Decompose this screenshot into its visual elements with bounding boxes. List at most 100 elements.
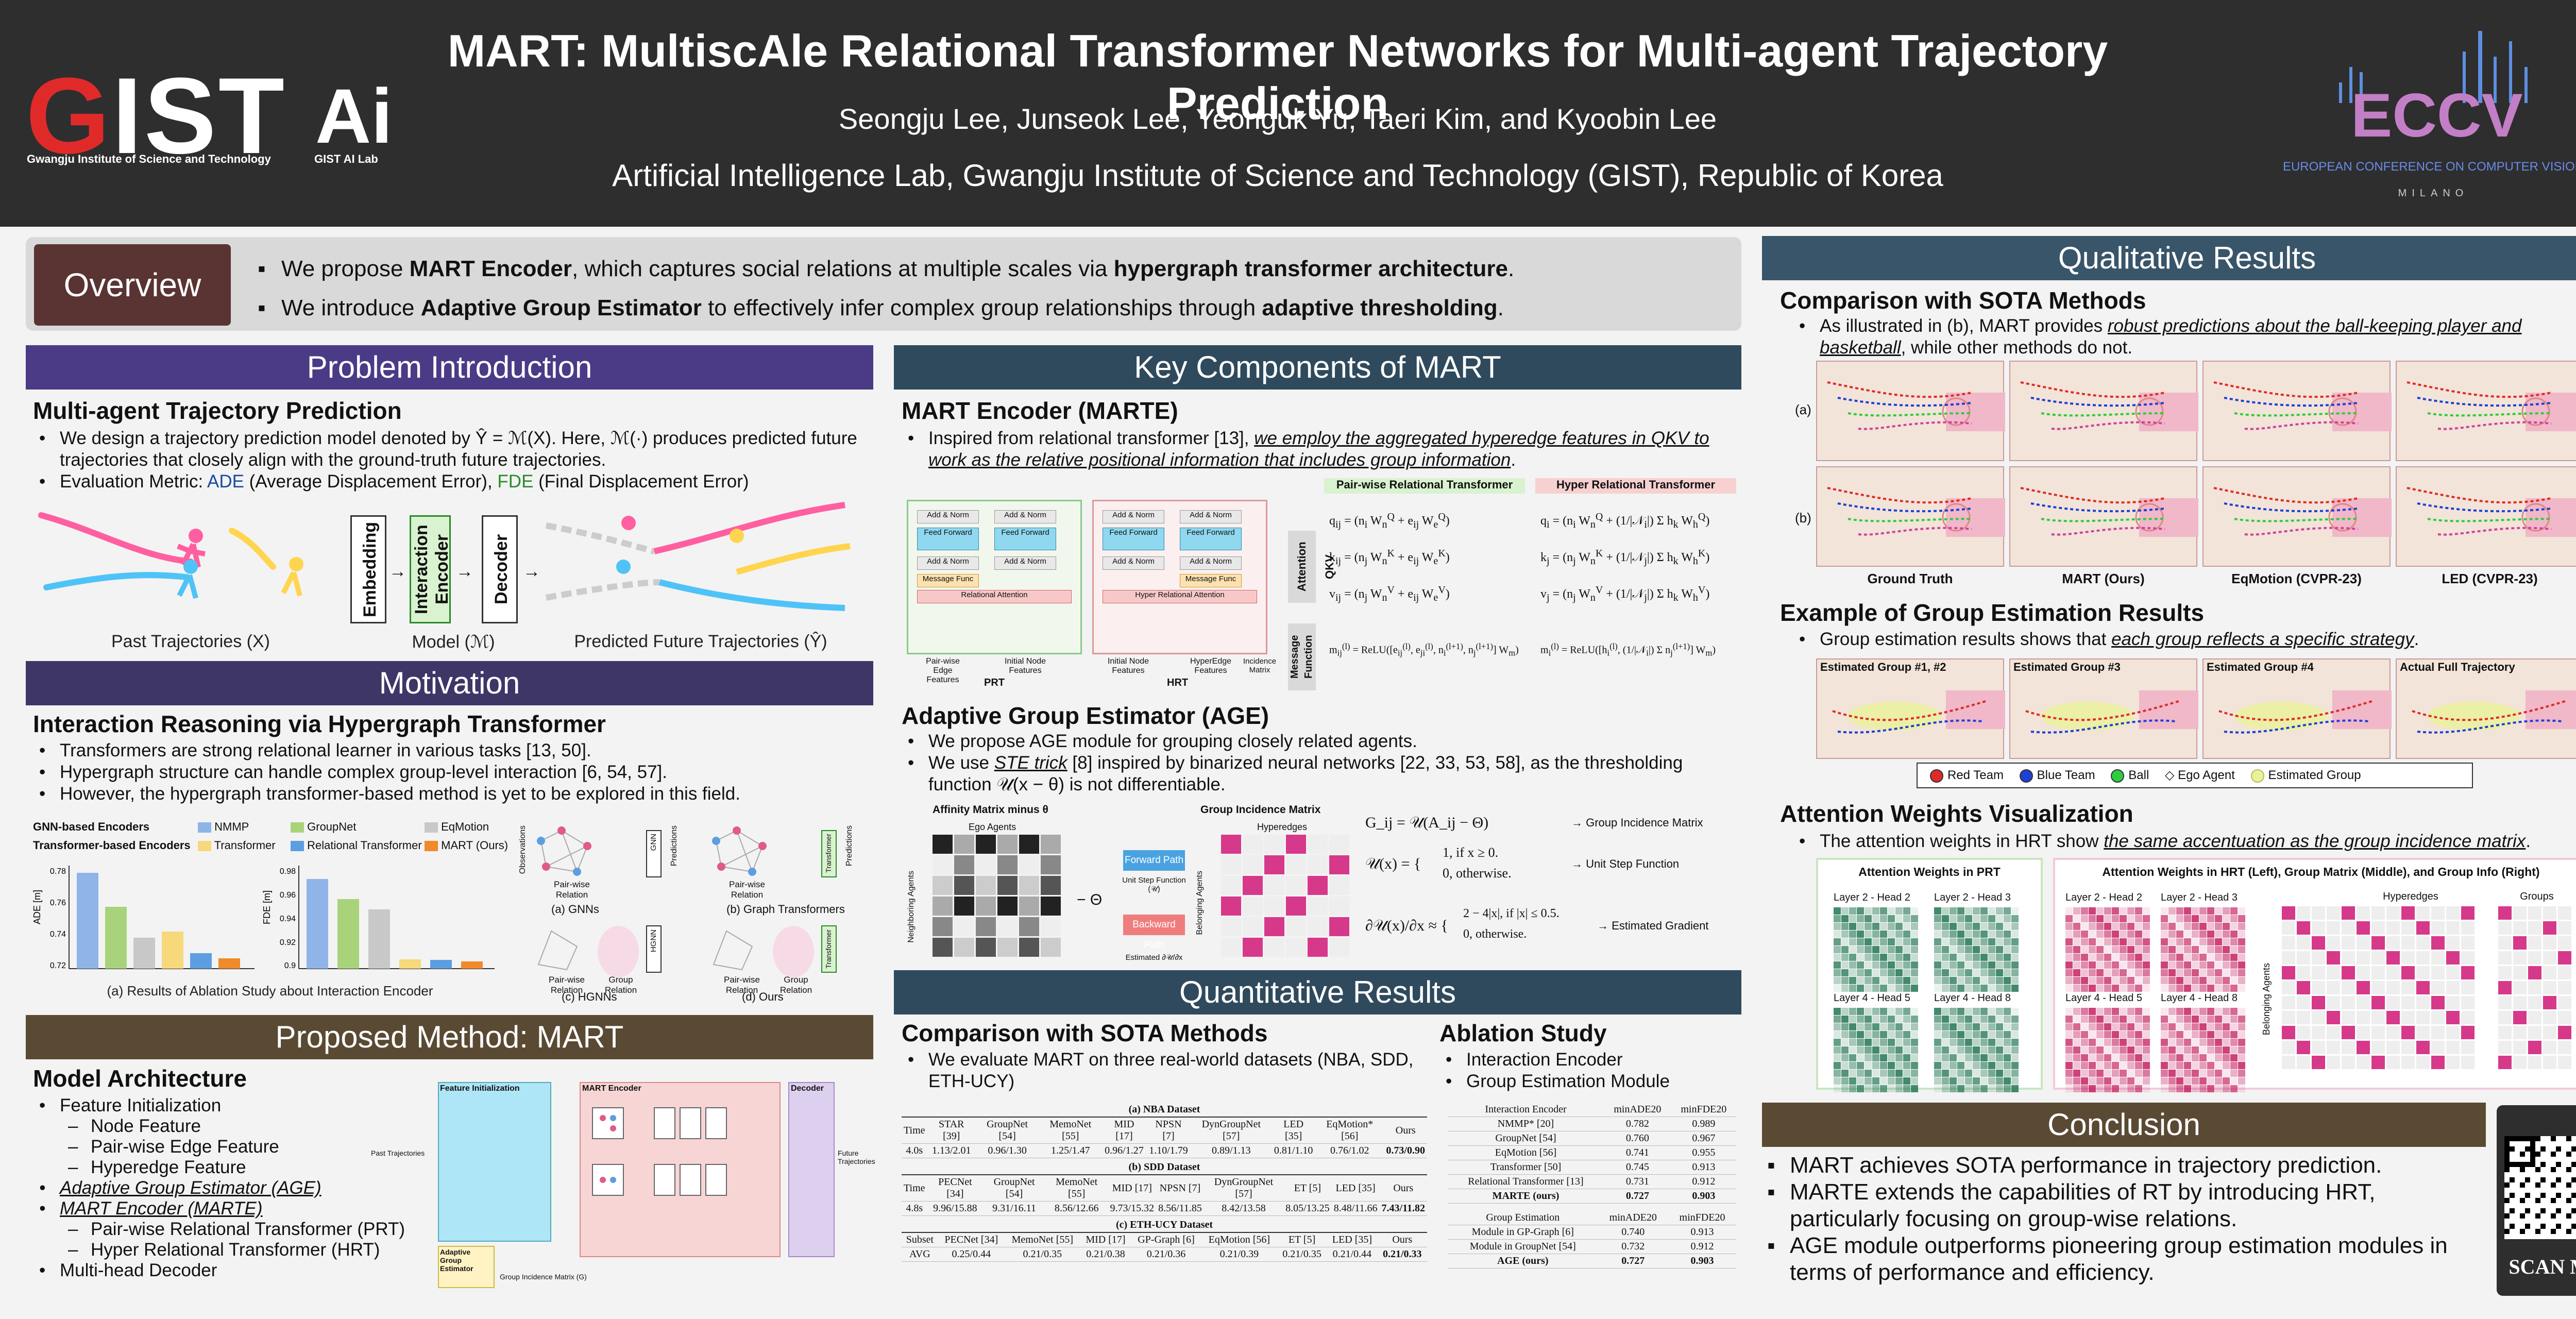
table-cell: 0.25/0.44 [938,1247,1005,1262]
ego-agent-icon: ◇ [2164,768,2175,782]
ablation-bullet-2: Group Estimation Module [1439,1071,1738,1092]
table-cell: 1.25/1.47 [1039,1143,1103,1158]
ablation-bullet-1: Interaction Encoder [1439,1049,1738,1071]
table-cell: DynGroupNet [57] [1191,1117,1272,1144]
attention-map [2065,1008,2150,1095]
table-cell: 9.73/15.32 [1108,1201,1157,1216]
method-subtitle: Model Architecture [33,1065,247,1092]
gist-logo-subtitle: Gwangju Institute of Science and Technol… [27,153,271,165]
scan-me-label: SCAN ME [2509,1255,2576,1278]
pw-tag: Pair-wise Relational Transformer [1324,478,1525,494]
table-cell: MID [17] [1102,1117,1146,1144]
table-cell: 4.0s [902,1143,927,1158]
eccv-logo-icon: ECCV [2339,31,2528,144]
table-cell: 0.76/1.02 [1315,1143,1384,1158]
red-team-icon [1930,769,1943,783]
head-label: Layer 2 - Head 2 [1834,892,1910,903]
table-cell: minFDE20 [1668,1211,1736,1225]
table-cell: Interaction Encoder [1448,1103,1604,1117]
key-components-header: Key Components of MART [894,345,1741,390]
table-cell: GroupNet [54] [983,1175,1045,1202]
arrow-icon: → [523,562,540,581]
court-panel [2202,361,2392,461]
quant-sota-bullets: We evaluate MART on three real-world dat… [902,1049,1417,1092]
table-cell: GroupNet [54] [976,1117,1039,1144]
court-panel [1816,361,2005,461]
table-cell: PECNet [34] [927,1175,984,1202]
court-panel [1816,466,2005,567]
table-cell: 0.21/0.35 [1004,1247,1080,1262]
diagram-caption-b: (b) Graph Transformers [726,903,845,916]
model-diagram: Embedding Interaction Encoder Decoder → … [350,515,598,623]
attention-map [1834,907,1919,995]
head-label: Layer 4 - Head 5 [1834,992,1910,1004]
method-item: Pair-wise Edge Feature [33,1137,414,1157]
quant-sota-bullet-1: We evaluate MART on three real-world dat… [902,1049,1417,1092]
svg-text:0.72: 0.72 [50,961,66,970]
method-item: Pair-wise Relational Transformer (PRT) [33,1219,414,1240]
qualitative-grid [1816,361,2576,572]
table-cell: AVG [902,1247,938,1262]
feature-init-block [438,1082,551,1242]
motivation-bullet-2: Hypergraph structure can handle complex … [33,762,873,783]
table-cell: minADE20 [1598,1211,1668,1225]
age-title: Adaptive Group Estimator (AGE) [902,702,1269,729]
motivation-bullets: Transformers are strong relational learn… [33,740,873,805]
diagram-caption-d: (d) Ours [742,990,784,1003]
ablation-title: Ablation Study [1439,1020,1607,1046]
eccv-subtitle: EUROPEAN CONFERENCE ON COMPUTER VISION [2282,160,2576,174]
group-title: Example of Group Estimation Results [1780,599,2205,626]
motivation-bullet-3: However, the hypergraph transformer-base… [33,783,873,805]
poster-title: MART: MultiscAle Relational Transformer … [447,25,2108,129]
table-cell: STAR [39] [927,1117,976,1144]
gist-logo: GIST [26,55,287,176]
forward-path: Forward Path [1123,850,1185,871]
mart-encoder-inner [592,1107,727,1196]
prt-attention-panel: Attention Weights in PRT Layer 2 - Head … [1816,858,2043,1092]
method-item: Node Feature [33,1116,414,1137]
problem-bullets: We design a trajectory prediction model … [33,428,868,493]
overview-bullet-1: We propose MART Encoder, which captures … [258,249,1514,289]
fde-axis-label: FDE [m] [263,890,272,924]
group-matrix [2282,906,2475,1069]
blue-team-icon [2019,769,2033,783]
group-incidence-matrix [1221,835,1349,957]
head-label: Layer 2 - Head 2 [2065,892,2142,903]
table-cell: 0.21/0.38 [1080,1247,1131,1262]
table-cell: 0.21/0.39 [1201,1247,1277,1262]
attention-map [2161,907,2246,995]
table-cell: 0.73/0.90 [1384,1143,1427,1158]
svg-text:0.94: 0.94 [280,915,296,923]
overview-bullet-2: We introduce Adaptive Group Estimator to… [258,289,1514,328]
svg-text:0.98: 0.98 [280,867,296,876]
method-items: Feature InitializationNode FeaturePair-w… [33,1095,414,1281]
gist-ai-logo: Ai [315,73,393,159]
table-cell: 7.43/11.82 [1379,1201,1427,1216]
qr-code-card[interactable]: SCAN ME [2497,1105,2576,1296]
svg-text:0.96: 0.96 [280,891,296,900]
table-cell: MemoNet [55] [1004,1232,1080,1247]
conclusion-bullets: ▪MART achieves SOTA performance in traje… [1767,1152,2488,1286]
prt-hrt-diagram: Add & Norm Feed Forward Add & Norm Messa… [907,479,1278,688]
problem-header: Problem Introduction [26,345,873,390]
caption-future: Predicted Future Trajectories (Ŷ) [574,632,827,651]
chart-caption: (a) Results of Ablation Study about Inte… [107,983,433,999]
qual-header: Qualitative Results [1762,236,2576,280]
table-cell: 8.56/12.66 [1045,1201,1108,1216]
head-label: Layer 4 - Head 5 [2065,992,2142,1004]
table-cell: 0.21/0.33 [1377,1247,1427,1262]
method-header: Proposed Method: MART [26,1015,873,1059]
poster-authors: Seongju Lee, Junseok Lee, Yeonguk Yu, Ta… [838,103,1717,135]
method-item: Feature Initialization [33,1095,414,1116]
encoder-diagram-shapes [537,826,837,977]
group-panel: Actual Full Trajectory [2396,658,2576,759]
